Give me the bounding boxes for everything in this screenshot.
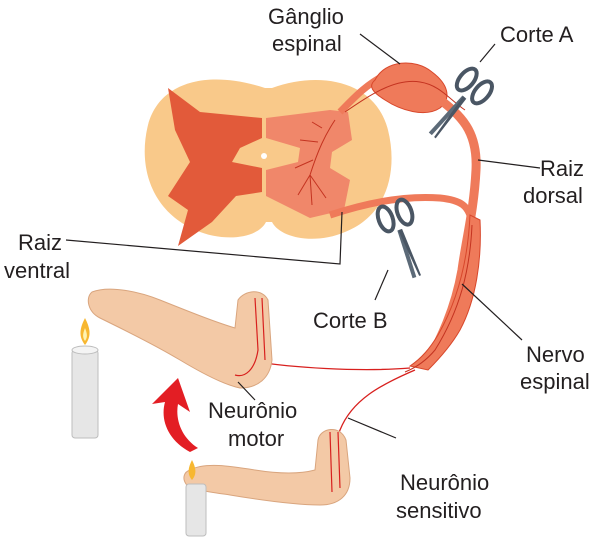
candle-top	[72, 318, 98, 438]
label-neuronio-motor-line2: motor	[228, 426, 284, 451]
label-raiz-ventral-line2: ventral	[4, 258, 70, 283]
leader-raiz-dorsal	[478, 160, 540, 168]
label-ganglio-line1: Gânglio	[268, 4, 344, 29]
leader-neuronio-sensitivo	[348, 418, 396, 438]
label-raiz-dorsal-line1: Raiz	[540, 156, 584, 181]
label-corte-a: Corte A	[500, 22, 574, 47]
candle-icon	[72, 350, 98, 438]
label-raiz-dorsal-line2: dorsal	[523, 183, 583, 208]
candle-icon	[186, 484, 206, 536]
leader-corte-a	[480, 44, 495, 62]
label-nervo-line1: Nervo	[526, 342, 585, 367]
leader-corte-b	[375, 270, 388, 300]
arm-icon	[88, 289, 272, 388]
leader-nervo	[462, 284, 522, 340]
spinal-nerve	[410, 215, 480, 370]
label-neuronio-motor-line1: Neurônio	[208, 398, 297, 423]
label-corte-b: Corte B	[313, 308, 388, 333]
spinal-cord	[145, 80, 392, 246]
label-neuronio-sensitivo-line2: sensitivo	[396, 498, 482, 523]
candle-top-rim	[72, 346, 98, 354]
scissors-b-handle-1	[375, 204, 397, 233]
scissors-icon	[375, 197, 434, 282]
scissors-b-blade-2	[398, 228, 421, 277]
scissors-b-blade-1	[395, 229, 418, 278]
label-nervo-line2: espinal	[520, 369, 590, 394]
scissors-b-handle-2	[393, 197, 415, 226]
label-ganglio-line2: espinal	[272, 31, 342, 56]
label-neuronio-sensitivo-line1: Neurônio	[400, 470, 489, 495]
curved-arrow-icon	[152, 378, 198, 452]
upper-arm	[88, 289, 272, 388]
curved-arrow-body	[152, 378, 198, 452]
leader-ganglio	[360, 34, 400, 64]
label-raiz-ventral-line1: Raiz	[18, 230, 62, 255]
central-canal	[261, 153, 267, 159]
